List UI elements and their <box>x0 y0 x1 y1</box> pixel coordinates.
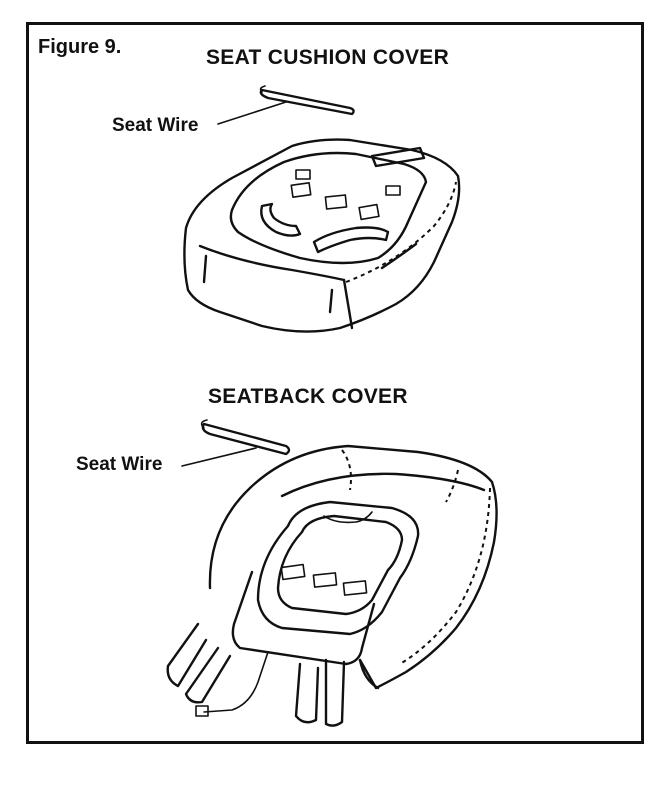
seat-cushion-wire-leader <box>217 101 287 125</box>
seatback-cover-title: SEATBACK COVER <box>208 385 408 408</box>
seatback-wire-leader <box>181 447 257 467</box>
seatback-drawing <box>166 444 498 727</box>
seatback-wire-label: Seat Wire <box>76 454 163 475</box>
seatback-wire <box>200 419 291 456</box>
seat-cushion-cover-title: SEAT CUSHION COVER <box>206 46 450 69</box>
seat-cushion-wire <box>259 85 355 116</box>
figure-frame <box>26 22 644 744</box>
seat-cushion-drawing <box>183 138 461 333</box>
figure-label: Figure 9. <box>38 36 122 58</box>
seat-cushion-wire-label: Seat Wire <box>112 115 199 136</box>
